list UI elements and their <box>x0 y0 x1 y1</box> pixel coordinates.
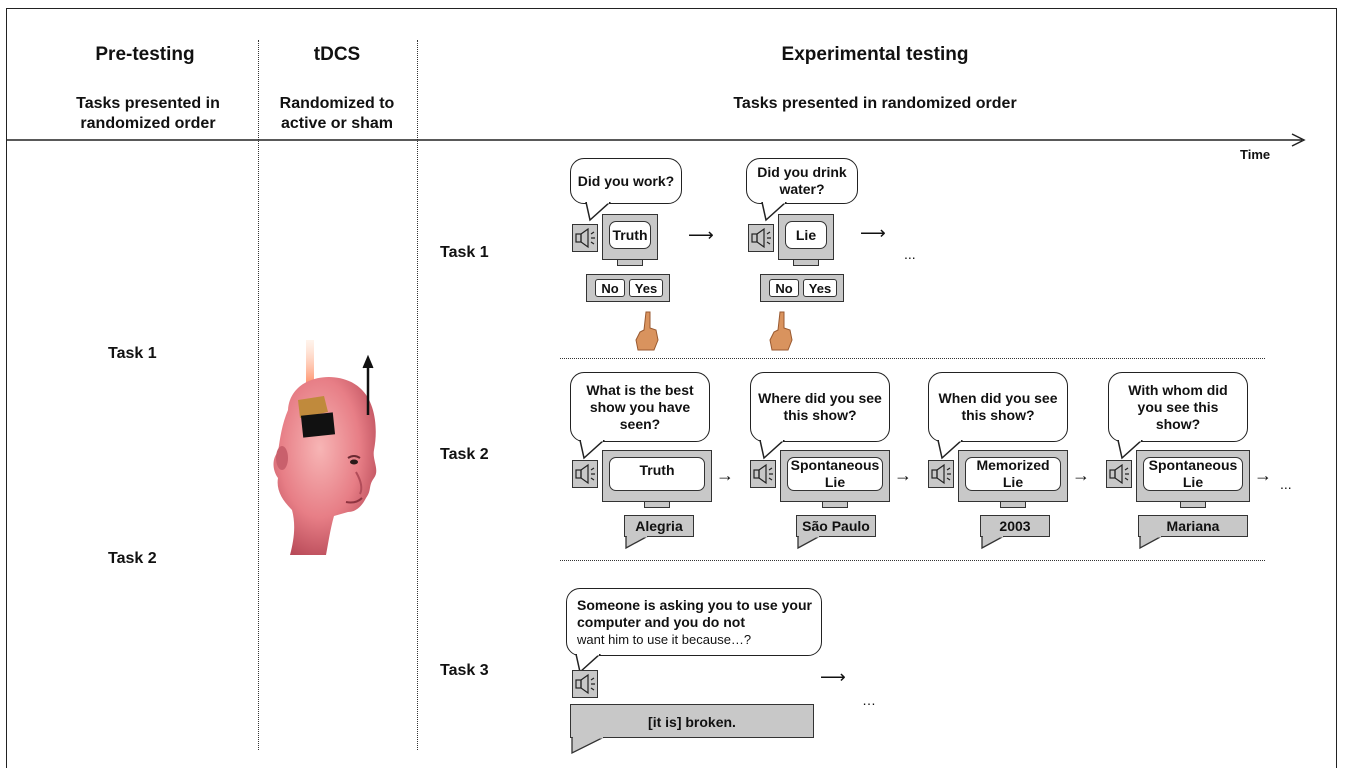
pointing-hand-icon <box>769 311 793 351</box>
task2-screen-2: Spontaneous Lie <box>787 457 883 491</box>
task-separator-2 <box>560 560 1265 561</box>
task2-answer-3: 2003 <box>980 515 1050 537</box>
time-axis-arrow <box>6 133 1306 147</box>
task2-answer-4: Mariana <box>1138 515 1248 537</box>
bubble-tail <box>1117 440 1144 460</box>
task2-question-2: Where did you see this show? <box>750 372 890 442</box>
answer-tail <box>571 737 605 755</box>
arrow: → <box>1072 465 1090 485</box>
task2-label: Task 2 <box>440 446 489 463</box>
speaker-icon <box>1106 460 1132 488</box>
task2-question-1: What is the best show you have seen? <box>570 372 710 442</box>
arrow: ⟶ <box>820 667 846 687</box>
experimental-title: Experimental testing <box>781 44 969 65</box>
task2-screen-1: Truth <box>609 457 705 491</box>
task3-answer: [it is] broken. <box>570 704 814 738</box>
task1-question-1: Did you work? <box>570 158 682 204</box>
task3-label: Task 3 <box>440 662 489 679</box>
answer-tail <box>625 536 649 550</box>
monitor-icon: Truth <box>602 450 712 502</box>
pretesting-task-2: Task 2 <box>108 550 157 567</box>
answer-tail <box>981 536 1005 550</box>
task1-keypad-1: No Yes <box>586 274 670 302</box>
task1-screen-2: Lie <box>785 221 827 249</box>
speaker-icon <box>572 670 598 698</box>
monitor-icon: Spontaneous Lie <box>1136 450 1250 502</box>
arrow: ⟶ <box>860 223 886 243</box>
answer-tail <box>797 536 821 550</box>
monitor-stand <box>644 501 670 508</box>
task2-ellipsis: ... <box>1280 476 1292 492</box>
speaker-icon <box>750 460 776 488</box>
yes-key: Yes <box>803 279 837 297</box>
speaker-icon <box>572 460 598 488</box>
task2-screen-3: Memorized Lie <box>965 457 1061 491</box>
task1-label: Task 1 <box>440 244 489 261</box>
task3-ellipsis: … <box>862 692 876 708</box>
arrow: → <box>1254 465 1272 485</box>
bubble-tail <box>937 440 964 460</box>
speaker-icon <box>572 224 598 252</box>
task2-question-4: With whom did you see this show? <box>1108 372 1248 442</box>
monitor-icon: Memorized Lie <box>958 450 1068 502</box>
bubble-tail <box>575 654 602 674</box>
experimental-subtitle: Tasks presented in randomized order <box>733 95 1017 112</box>
no-key: No <box>595 279 625 297</box>
task3-question-bold: Someone is asking you to use your comput… <box>577 596 812 630</box>
arrow: → <box>716 465 734 485</box>
diagram-frame <box>6 8 1337 768</box>
no-key: No <box>769 279 799 297</box>
task2-answer-2: São Paulo <box>796 515 876 537</box>
task1-ellipsis: ... <box>904 246 916 262</box>
monitor-icon: Spontaneous Lie <box>780 450 890 502</box>
tdcs-subtitle: Randomized to active or sham <box>279 95 395 132</box>
head-stimulation-icon <box>273 340 377 555</box>
arrow: → <box>894 465 912 485</box>
monitor-stand <box>617 259 643 266</box>
speaker-icon <box>928 460 954 488</box>
pointing-hand-icon <box>635 311 659 351</box>
monitor-stand <box>1180 501 1206 508</box>
answer-tail <box>1139 536 1163 550</box>
task-separator-1 <box>560 358 1265 359</box>
pretesting-subtitle: Tasks presented in randomized order <box>76 95 220 132</box>
monitor-icon: Lie <box>778 214 834 260</box>
bubble-tail <box>761 202 788 222</box>
monitor-stand <box>822 501 848 508</box>
time-label: Time <box>1240 147 1271 162</box>
pretesting-task-1: Task 1 <box>108 345 157 362</box>
separator-pretesting-tdcs <box>258 40 259 750</box>
task2-answer-1: Alegria <box>624 515 694 537</box>
monitor-icon: Truth <box>602 214 658 260</box>
task3-question: Someone is asking you to use your comput… <box>566 588 822 656</box>
monitor-stand <box>1000 501 1026 508</box>
separator-tdcs-experimental <box>417 40 418 750</box>
monitor-stand <box>793 259 819 266</box>
arrow: ⟶ <box>688 225 714 245</box>
task3-question-regular: want him to use it because…? <box>577 631 752 647</box>
tdcs-title: tDCS <box>313 44 361 65</box>
task2-question-3: When did you see this show? <box>928 372 1068 442</box>
speaker-icon <box>748 224 774 252</box>
task1-keypad-2: No Yes <box>760 274 844 302</box>
bubble-tail <box>759 440 786 460</box>
task1-screen-1: Truth <box>609 221 651 249</box>
yes-key: Yes <box>629 279 663 297</box>
task2-screen-4: Spontaneous Lie <box>1143 457 1243 491</box>
bubble-tail <box>579 440 606 460</box>
pretesting-title: Pre-testing <box>95 44 195 65</box>
task1-question-2: Did you drink water? <box>746 158 858 204</box>
bubble-tail <box>585 202 612 222</box>
